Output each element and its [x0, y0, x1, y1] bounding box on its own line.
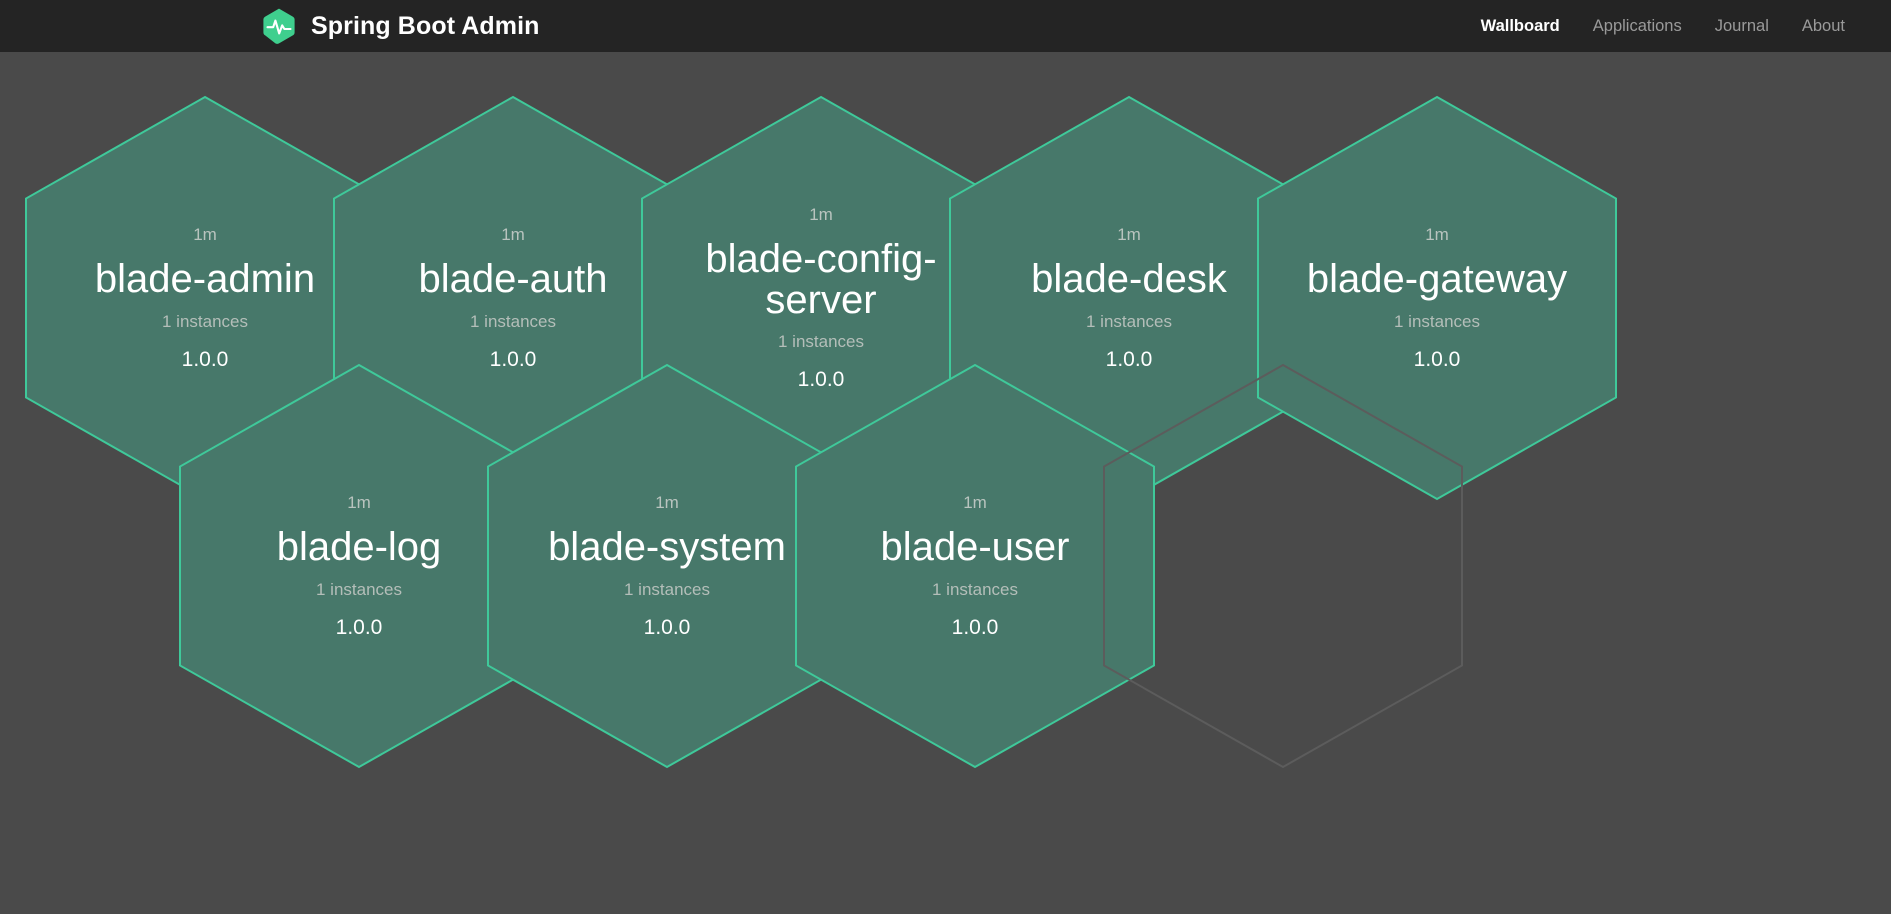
- brand-title: Spring Boot Admin: [311, 11, 540, 40]
- heartbeat-hexagon-icon: [259, 6, 299, 46]
- brand-logo-link[interactable]: Spring Boot Admin: [259, 6, 540, 46]
- top-navbar: Spring Boot Admin Wallboard Applications…: [0, 0, 1891, 52]
- nav-link-about[interactable]: About: [1801, 16, 1845, 35]
- nav-link-wallboard[interactable]: Wallboard: [1480, 16, 1560, 35]
- nav-link-applications[interactable]: Applications: [1592, 16, 1682, 35]
- nav-links: Wallboard Applications Journal About: [1481, 17, 1845, 36]
- empty-hexagon-slot: [1102, 363, 1464, 769]
- nav-link-journal[interactable]: Journal: [1714, 16, 1769, 35]
